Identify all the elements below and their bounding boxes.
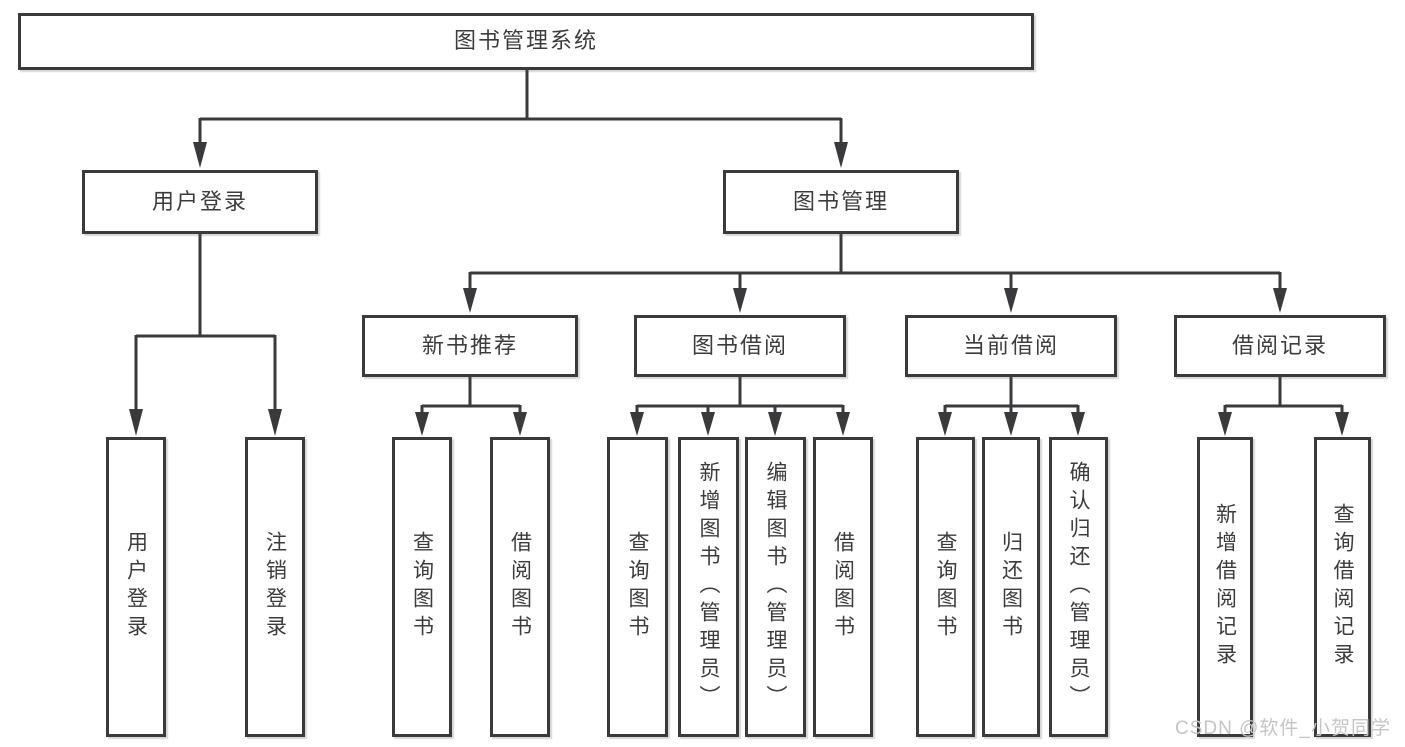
leaf-add-borrow-record: 新增借阅记录 — [1197, 437, 1253, 737]
leaf-query-books-3-label: 查询图书 — [934, 531, 957, 643]
leaf-edit-book-admin-label: 编辑图书（管理员） — [764, 461, 787, 713]
leaf-query-books-3: 查询图书 — [916, 437, 975, 737]
node-book-borrowing: 图书借阅 — [634, 315, 846, 377]
leaf-add-book-admin-label: 新增图书（管理员） — [697, 461, 720, 713]
leaf-query-books-2: 查询图书 — [607, 437, 668, 737]
connector-book-management — [468, 234, 1282, 290]
node-borrowing-records: 借阅记录 — [1174, 315, 1386, 377]
connector-book-borrow — [635, 377, 845, 414]
leaf-borrow-books-1-label: 借阅图书 — [508, 531, 532, 643]
node-user-login-label: 用户登录 — [151, 188, 248, 214]
leaf-query-borrow-record: 查询借阅记录 — [1314, 437, 1371, 737]
leaf-borrow-books-1: 借阅图书 — [490, 437, 550, 737]
leaf-add-book-admin: 新增图书（管理员） — [678, 437, 739, 737]
node-borrowing-records-label: 借阅记录 — [1231, 332, 1328, 358]
node-book-management-label: 图书管理 — [792, 188, 889, 214]
leaf-add-borrow-record-label: 新增借阅记录 — [1213, 503, 1237, 671]
node-root: 图书管理系统 — [18, 13, 1034, 70]
connector-current-borrow — [943, 377, 1080, 414]
node-book-borrowing-label: 图书借阅 — [691, 332, 788, 358]
leaf-user-login: 用户登录 — [106, 437, 166, 737]
leaf-borrow-books-2-label: 借阅图书 — [831, 531, 855, 643]
leaf-borrow-books-2: 借阅图书 — [813, 437, 873, 737]
leaf-confirm-return-admin: 确认归还（管理员） — [1049, 437, 1108, 737]
leaf-query-books-1-label: 查询图书 — [410, 531, 434, 643]
node-book-management: 图书管理 — [723, 170, 959, 234]
leaf-user-login-label: 用户登录 — [124, 531, 148, 643]
arrowheads — [129, 142, 1349, 436]
leaf-confirm-return-admin-label: 确认归还（管理员） — [1067, 461, 1090, 713]
node-new-book-recommendation: 新书推荐 — [362, 315, 578, 377]
leaf-query-books-1: 查询图书 — [392, 437, 452, 737]
connector-borrow-records — [1223, 377, 1344, 414]
connector-new-book — [420, 377, 522, 414]
connector-user-login — [134, 234, 277, 411]
leaf-query-borrow-record-label: 查询借阅记录 — [1331, 503, 1354, 671]
node-root-label: 图书管理系统 — [453, 28, 598, 54]
leaf-edit-book-admin: 编辑图书（管理员） — [745, 437, 806, 737]
leaf-query-books-2-label: 查询图书 — [626, 531, 649, 643]
connector-root — [198, 70, 843, 144]
leaf-logout-login: 注销登录 — [245, 437, 305, 737]
node-current-borrowing: 当前借阅 — [905, 315, 1117, 377]
leaf-logout-login-label: 注销登录 — [263, 531, 287, 643]
leaf-return-books: 归还图书 — [982, 437, 1040, 737]
leaf-return-books-label: 归还图书 — [999, 531, 1023, 643]
node-new-book-recommendation-label: 新书推荐 — [421, 332, 518, 358]
node-user-login: 用户登录 — [82, 170, 318, 234]
node-current-borrowing-label: 当前借阅 — [962, 332, 1059, 358]
